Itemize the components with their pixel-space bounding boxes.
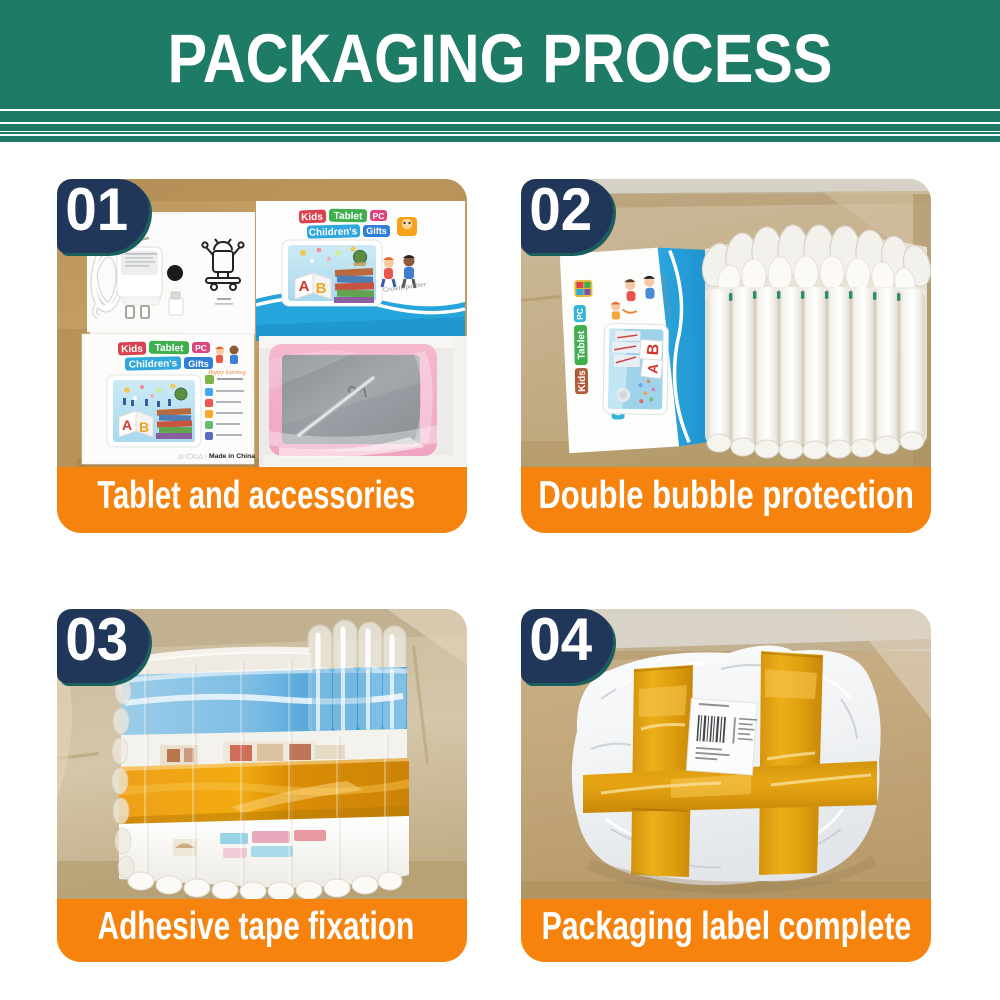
svg-text:Tablet: Tablet (576, 330, 588, 360)
svg-text:△○▢◇△○: △○▢◇△○ (178, 453, 207, 460)
svg-text:Happy learning: Happy learning (207, 370, 246, 376)
svg-text:PC: PC (575, 308, 585, 320)
svg-text:A: A (299, 278, 310, 295)
svg-text:PC: PC (373, 211, 385, 221)
svg-text:Kids: Kids (121, 344, 143, 356)
svg-text:A: A (122, 417, 132, 433)
svg-text:Gifts: Gifts (188, 359, 209, 369)
svg-text:Children's: Children's (129, 358, 178, 370)
svg-text:B: B (316, 280, 327, 297)
svg-text:Tablet: Tablet (334, 211, 364, 223)
svg-text:Kids: Kids (577, 370, 588, 392)
svg-text:Gifts: Gifts (366, 226, 387, 236)
svg-text:PC: PC (195, 343, 207, 353)
svg-text:Tablet: Tablet (155, 343, 185, 355)
svg-text:Kids: Kids (301, 212, 323, 224)
svg-text:B: B (645, 343, 663, 356)
svg-text:Made in China: Made in China (209, 453, 255, 460)
svg-text:B: B (139, 419, 149, 435)
svg-text:A: A (644, 362, 661, 374)
svg-text:Children's: Children's (309, 226, 358, 238)
